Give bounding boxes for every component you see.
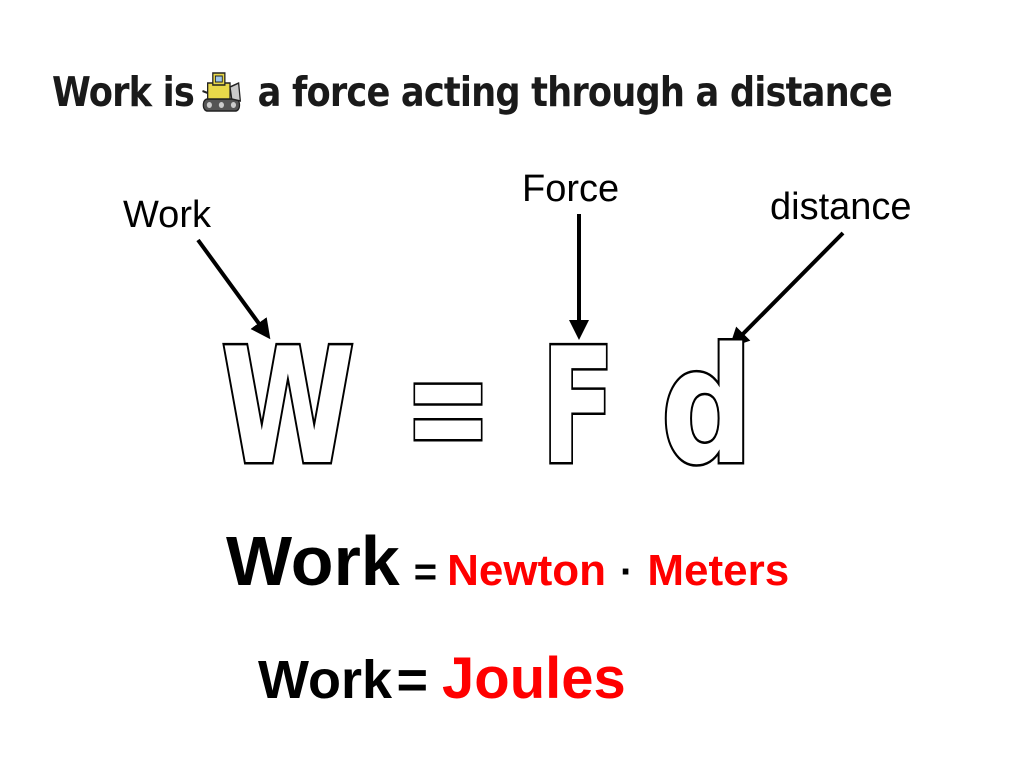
joules-line: Work =Joules: [258, 650, 626, 708]
force-label: Force: [522, 168, 620, 210]
headline: Work is a force acting through a distanc…: [52, 62, 893, 122]
equation-f: F: [541, 313, 615, 500]
units-equals: =: [413, 550, 438, 594]
joules-equals: =: [396, 650, 429, 710]
units-work-term: Work: [226, 522, 400, 600]
equation-equals: =: [404, 313, 492, 500]
distance-label: distance: [770, 186, 912, 228]
units-line: Work=Newton·Meters: [226, 526, 789, 596]
joules-unit: Joules: [442, 646, 626, 711]
multiply-dot: ·: [620, 550, 634, 594]
headline-text-start: Work is: [52, 68, 195, 116]
work-label: Work: [123, 194, 211, 236]
equation-d: d: [661, 313, 753, 500]
work-arrow: [196, 238, 271, 340]
headline-text-end: a force acting through a distance: [257, 68, 893, 116]
joules-work-term: Work: [258, 650, 393, 710]
newton-unit: Newton: [447, 546, 606, 595]
meters-unit: Meters: [647, 546, 790, 595]
equation-w: W: [221, 313, 355, 500]
distance-arrow: [729, 231, 845, 348]
bulldozer-clipart-icon: [201, 69, 244, 115]
